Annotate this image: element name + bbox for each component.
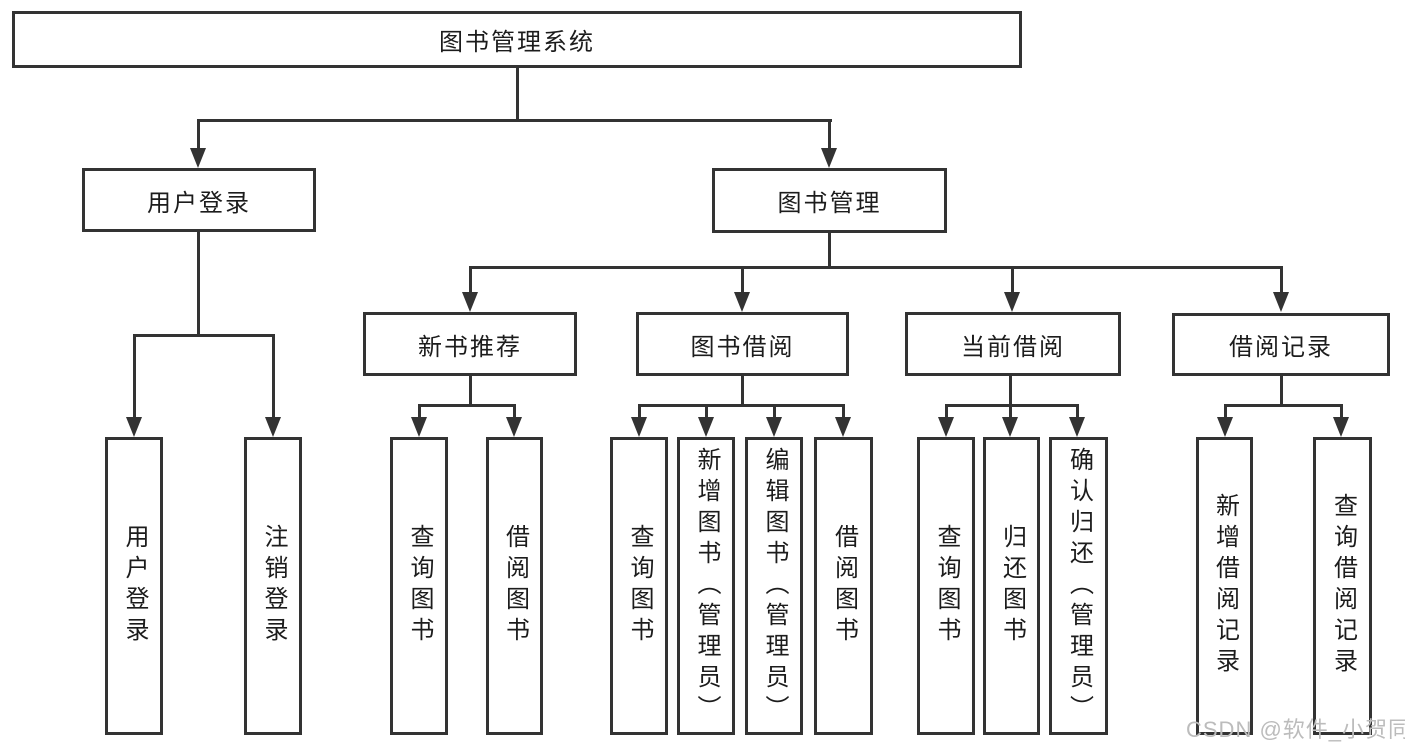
node-leaf-add-books-admin: 新增图书（管理员） (677, 437, 735, 735)
arrowhead-down-icon (1273, 292, 1289, 312)
edge-recommend-drop-2 (513, 404, 516, 419)
node-root-library-management-system: 图书管理系统 (12, 11, 1022, 68)
node-borrowing-records: 借阅记录 (1172, 313, 1390, 376)
node-leaf-query-books-borrowing: 查询图书 (610, 437, 668, 735)
node-leaf-query-books-recommend: 查询图书 (390, 437, 448, 735)
edge-records-rail (1224, 404, 1343, 407)
node-user-login: 用户登录 (82, 168, 316, 232)
node-leaf-edit-books-admin: 编辑图书（管理员） (745, 437, 803, 735)
edge-current-drop-1 (945, 404, 948, 419)
node-leaf-return-books: 归还图书 (983, 437, 1040, 735)
edge-book-mgmt-rail (469, 266, 1283, 269)
node-current-borrowing: 当前借阅 (905, 312, 1121, 376)
edge-borrowing-drop-3 (773, 404, 776, 419)
edge-records-drop-2 (1340, 404, 1343, 419)
arrowhead-down-icon (506, 417, 522, 437)
edge-recommend-drop-1 (418, 404, 421, 419)
node-leaf-user-login: 用户登录 (105, 437, 163, 735)
arrowhead-down-icon (938, 417, 954, 437)
edge-recommend-trunk (469, 376, 472, 407)
edge-root-drop-right (828, 119, 831, 150)
arrowhead-down-icon (190, 148, 206, 168)
node-leaf-logout: 注销登录 (244, 437, 302, 735)
node-leaf-query-books-current: 查询图书 (917, 437, 975, 735)
edge-book-mgmt-drop-1 (469, 266, 472, 294)
arrowhead-down-icon (821, 148, 837, 168)
node-leaf-borrow-books-borrowing: 借阅图书 (814, 437, 873, 735)
arrowhead-down-icon (265, 417, 281, 437)
edge-current-drop-2 (1009, 404, 1012, 419)
edge-records-drop-1 (1224, 404, 1227, 419)
edge-borrowing-trunk (741, 376, 744, 407)
edge-current-trunk (1009, 376, 1012, 407)
arrowhead-down-icon (411, 417, 427, 437)
arrowhead-down-icon (835, 417, 851, 437)
node-leaf-query-borrow-record: 查询借阅记录 (1313, 437, 1372, 735)
node-leaf-borrow-books-recommend: 借阅图书 (486, 437, 543, 735)
arrowhead-down-icon (734, 292, 750, 312)
edge-user-login-rail (133, 334, 274, 337)
edge-user-login-drop-2 (272, 334, 275, 419)
node-leaf-add-borrow-record: 新增借阅记录 (1196, 437, 1253, 735)
edge-book-mgmt-trunk (828, 233, 831, 269)
edge-recommend-rail (418, 404, 516, 407)
edge-current-drop-3 (1076, 404, 1079, 419)
edge-records-trunk (1280, 376, 1283, 407)
edge-root-trunk (516, 68, 519, 121)
arrowhead-down-icon (1217, 417, 1233, 437)
node-book-borrowing: 图书借阅 (636, 312, 849, 376)
edge-borrowing-rail (638, 404, 845, 407)
edge-root-rail (197, 119, 832, 122)
node-new-book-recommend: 新书推荐 (363, 312, 577, 376)
arrowhead-down-icon (698, 417, 714, 437)
arrowhead-down-icon (462, 292, 478, 312)
arrowhead-down-icon (1002, 417, 1018, 437)
edge-root-drop-left (197, 119, 200, 150)
arrowhead-down-icon (1333, 417, 1349, 437)
edge-user-login-trunk (197, 232, 200, 337)
edge-book-mgmt-drop-3 (1011, 266, 1014, 294)
edge-borrowing-drop-1 (638, 404, 641, 419)
arrowhead-down-icon (631, 417, 647, 437)
edge-book-mgmt-drop-4 (1280, 266, 1283, 294)
csdn-watermark: CSDN @软件_小贺同学 (1186, 717, 1405, 742)
edge-book-mgmt-drop-2 (741, 266, 744, 294)
edge-borrowing-drop-2 (705, 404, 708, 419)
edge-user-login-drop-1 (133, 334, 136, 419)
arrowhead-down-icon (1004, 292, 1020, 312)
edge-borrowing-drop-4 (842, 404, 845, 419)
arrowhead-down-icon (1069, 417, 1085, 437)
node-book-management: 图书管理 (712, 168, 947, 233)
node-leaf-confirm-return-admin: 确认归还（管理员） (1049, 437, 1108, 735)
arrowhead-down-icon (126, 417, 142, 437)
arrowhead-down-icon (766, 417, 782, 437)
edge-current-rail (945, 404, 1079, 407)
